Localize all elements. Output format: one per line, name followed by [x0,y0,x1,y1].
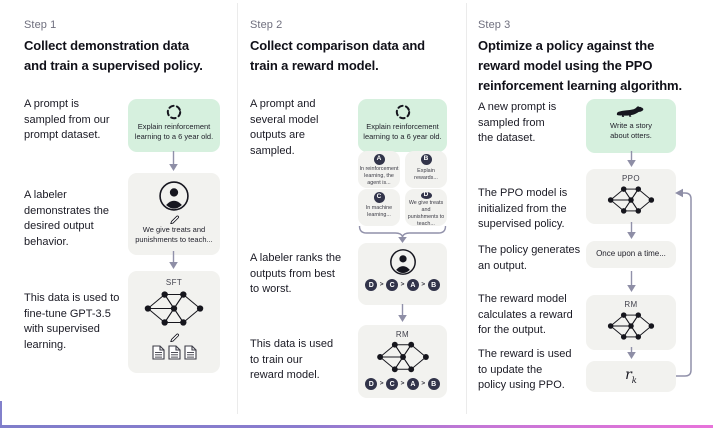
output-badge: B [420,154,432,165]
step-3-caption-reward-calc: The reward model calculates a reward for… [478,293,573,337]
step-1-caption-labeler: A labeler demonstrates the desired outpu… [24,189,109,248]
rank-separator: > [400,379,405,387]
rank-badge: B [427,378,440,390]
neural-network-icon [376,339,430,375]
neural-network-icon [606,184,656,216]
prompt-text: Explain reinforcement learning to a 6 ye… [134,122,214,142]
ppo-label: PPO [621,174,641,183]
column-divider [466,3,467,414]
step-3-caption-ppo: The PPO model is initialized from the su… [478,187,568,231]
prompt-box-step3: Write a story about otters. [586,99,676,153]
step-3-caption-update: The reward is used to update the policy … [478,348,572,392]
step-1-title: Collect demonstration data and train a s… [24,38,203,74]
feedback-loop-arrow [655,180,697,385]
step-1-caption-prompt: A prompt is sampled from our prompt data… [24,98,110,142]
rank-separator: > [421,280,426,288]
rank-badge: A [406,378,419,390]
step-2-title: Collect comparison data and train a rewa… [250,38,426,74]
flow-arrow-down [168,151,179,171]
rm-label: RM [395,330,410,339]
rank-badge: A [406,279,419,291]
person-in-circle-icon [158,180,190,212]
step-3-title: Optimize a policy against the reward mod… [478,38,683,94]
document-stack-icon [151,345,197,360]
output-text: In machine learning... [365,205,393,219]
step-1-caption-finetune: This data is used to fine-tune GPT-3.5 w… [24,292,120,351]
step-1-label: Step 1 [24,19,57,31]
pencil-icon [169,213,180,224]
dashed-cycle-icon [395,104,411,120]
prompt-box-step1: Explain reinforcement learning to a 6 ye… [128,99,220,152]
ranking-row: D > C > A > B [365,378,440,390]
frame-left-border [0,401,2,426]
rank-badge: C [386,279,399,291]
output-text: In reinforcement learning, the agent is.… [359,166,399,187]
otter-silhouette-icon [616,105,646,118]
prompt-text: Write a story about otters. [610,121,652,141]
labeler-demo-text: We give treats and punishments to teach.… [135,225,213,245]
step-2-caption-sampled: A prompt and several model outputs are s… [250,98,319,157]
sft-model-box: SFT [128,271,220,373]
step-2-label: Step 2 [250,19,283,31]
output-badge: A [373,154,385,165]
labeler-ranking-box: D > C > A > B [358,243,447,305]
rm-label: RM [624,300,638,309]
step-3-label: Step 3 [478,19,511,31]
rank-badge: D [365,378,378,390]
flow-arrow-down [626,151,637,167]
rm-model-box: RM D > C > A [358,325,447,398]
brace-connector [358,225,447,243]
rank-badge: C [386,378,399,390]
rm-model-box-step3: RM [586,295,676,350]
rank-separator: > [400,280,405,288]
model-output-c: C In machine learning... [358,189,400,226]
prompt-box-step2: Explain reinforcement learning to a 6 ye… [358,99,447,152]
flow-arrow-down [168,251,179,269]
output-badge: C [373,192,385,203]
output-text: We give treats and punishments to teach.… [407,199,445,227]
policy-output-box: Once upon a time... [586,241,676,268]
policy-output-text: Once upon a time... [596,249,666,259]
output-text: Explain rewards... [414,168,438,182]
flow-arrow-down [626,222,637,239]
prompt-text: Explain reinforcement learning to a 6 ye… [363,122,442,142]
model-output-b: B Explain rewards... [405,151,447,188]
ppo-model-box: PPO [586,169,676,224]
step-2-caption-reward: This data is used to train our reward mo… [250,338,334,382]
step-2-caption-ranks: A labeler ranks the outputs from best to… [250,252,342,296]
person-in-circle-icon [389,248,417,276]
neural-network-icon [144,288,204,329]
ranking-row: D > C > A > B [365,279,440,291]
labeler-box-step1: We give treats and punishments to teach.… [128,173,220,255]
rank-badge: B [427,279,440,291]
bottom-gradient-border [0,425,713,428]
flow-arrow-down [626,347,637,359]
rank-separator: > [421,379,426,387]
step-3-caption-prompt: A new prompt is sampled from the dataset… [478,101,557,145]
reward-value-box: rk [586,361,676,392]
flow-arrow-down [397,304,408,322]
neural-network-icon [606,310,656,342]
step-3-caption-output: The policy generates an output. [478,244,581,272]
flow-arrow-down [626,271,637,292]
rank-separator: > [379,379,384,387]
output-badge: D [420,191,432,199]
rank-badge: D [365,279,378,291]
model-output-d: D We give treats and punishments to teac… [405,189,447,227]
pencil-icon [169,331,180,342]
rank-separator: > [379,280,384,288]
sft-label: SFT [165,278,183,287]
dashed-cycle-icon [166,104,182,120]
model-output-a: A In reinforcement learning, the agent i… [358,151,400,188]
reward-symbol: rk [625,367,637,386]
column-divider [237,3,238,414]
